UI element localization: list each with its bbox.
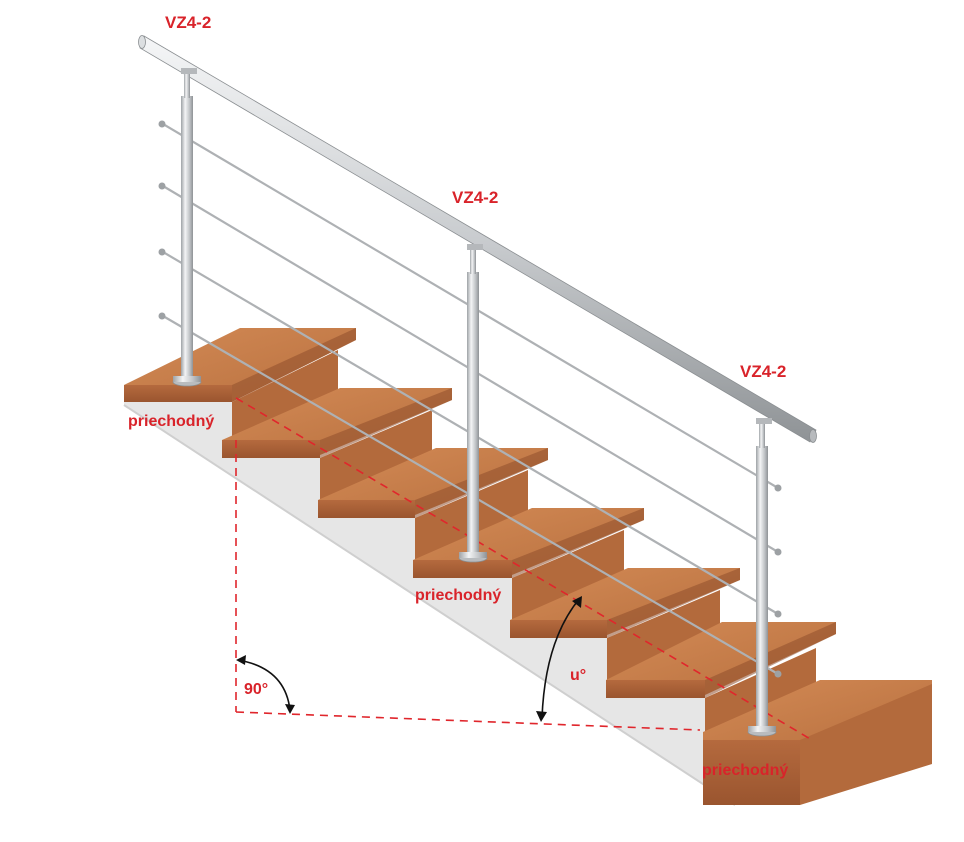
incline-arrow-top: [572, 596, 582, 608]
label-incline-angle: u°: [570, 667, 586, 684]
label-post-middle: VZ4-2: [452, 188, 498, 207]
concrete-stair-body: [124, 402, 800, 805]
incline-angle-arc: [541, 597, 581, 719]
label-post-top: VZ4-2: [165, 13, 211, 32]
label-passthrough-middle: priechodný: [415, 587, 501, 604]
post-bottom: [747, 418, 777, 737]
angle-arcs: [237, 597, 581, 719]
right-angle-arrow-top: [236, 655, 246, 665]
post-middle: [458, 244, 488, 563]
incline-arrow-bottom: [536, 711, 547, 722]
handrail: [138, 35, 817, 443]
arrowheads: [236, 596, 582, 722]
label-passthrough-top: priechodný: [128, 413, 214, 430]
label-passthrough-bottom: priechodný: [702, 762, 788, 779]
concrete-slope-edge: [123, 404, 736, 806]
label-post-bottom: VZ4-2: [740, 362, 786, 381]
right-angle-arrow-bottom: [285, 704, 295, 714]
right-angle-arc: [237, 659, 291, 711]
label-right-angle: 90°: [244, 681, 268, 698]
step-3: [318, 448, 548, 575]
horizontal-line: [235, 711, 701, 731]
post-top: [172, 68, 202, 387]
cable-end-caps: [158, 120, 782, 678]
construction-lines: [235, 397, 813, 741]
